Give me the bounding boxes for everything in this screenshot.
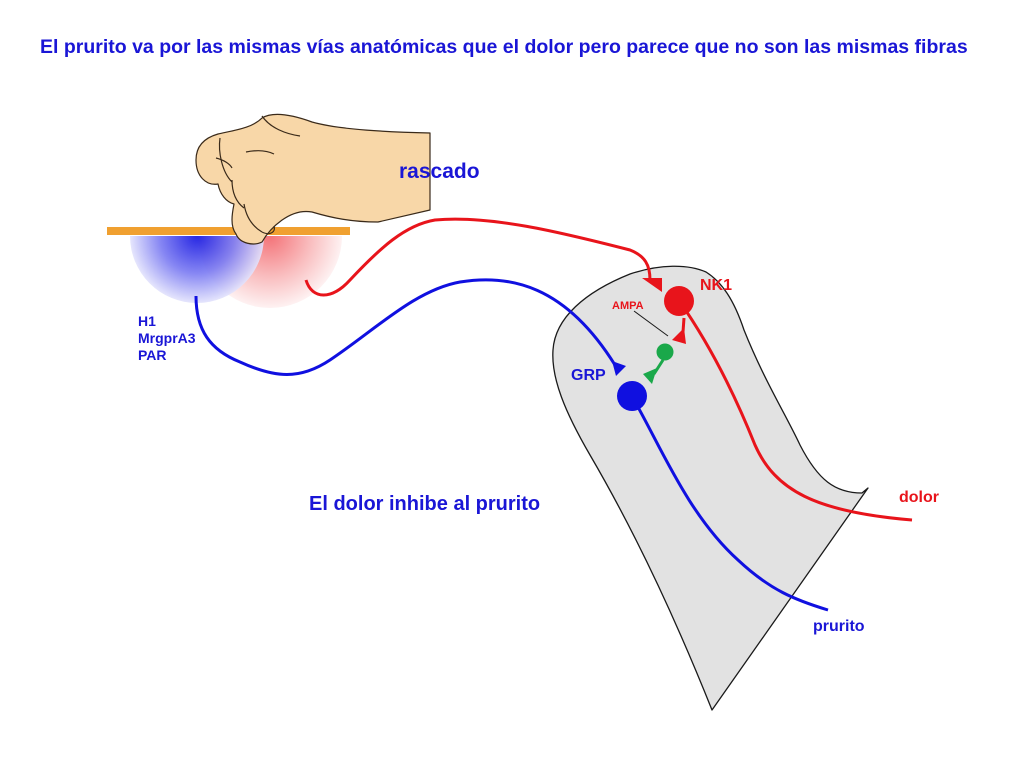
slide-title: El prurito va por las mismas vías anatóm… (40, 36, 968, 58)
spinal-cord-section (552, 265, 869, 711)
itch-fiber-label: prurito (813, 618, 865, 635)
receptor-par: PAR (138, 347, 167, 363)
itch-afferent-fiber (194, 278, 617, 376)
itch-ascending-tract (632, 399, 829, 612)
scratching-hand-icon (195, 113, 431, 245)
pain-afferent-terminal (642, 278, 662, 292)
pain-ascending-tract (678, 301, 913, 522)
itch-afferent-terminal (612, 361, 626, 376)
ampa-label: AMPA (612, 300, 644, 312)
interneuron-inhibitory-terminal (643, 368, 657, 384)
ampa-pointer-line (633, 310, 669, 337)
receptor-list: H1 MrgprA3 PAR (138, 313, 196, 364)
inhibition-caption: El dolor inhibe al prurito (309, 493, 541, 515)
nk1-synapse-terminal (672, 328, 686, 344)
nk1-label: NK1 (700, 277, 733, 294)
red-neuron-icon (664, 286, 694, 316)
grp-label: GRP (571, 367, 606, 384)
pain-fiber-label: dolor (899, 489, 939, 506)
receptor-mrgpra3: MrgprA3 (138, 330, 196, 346)
receptor-h1: H1 (138, 313, 156, 329)
blue-receptive-field (130, 236, 264, 303)
pain-afferent-fiber (304, 217, 652, 297)
blue-neuron-icon (617, 381, 647, 411)
scratching-label: rascado (399, 160, 480, 183)
green-interneuron-icon (656, 343, 674, 361)
skin-surface-bar (107, 227, 350, 235)
